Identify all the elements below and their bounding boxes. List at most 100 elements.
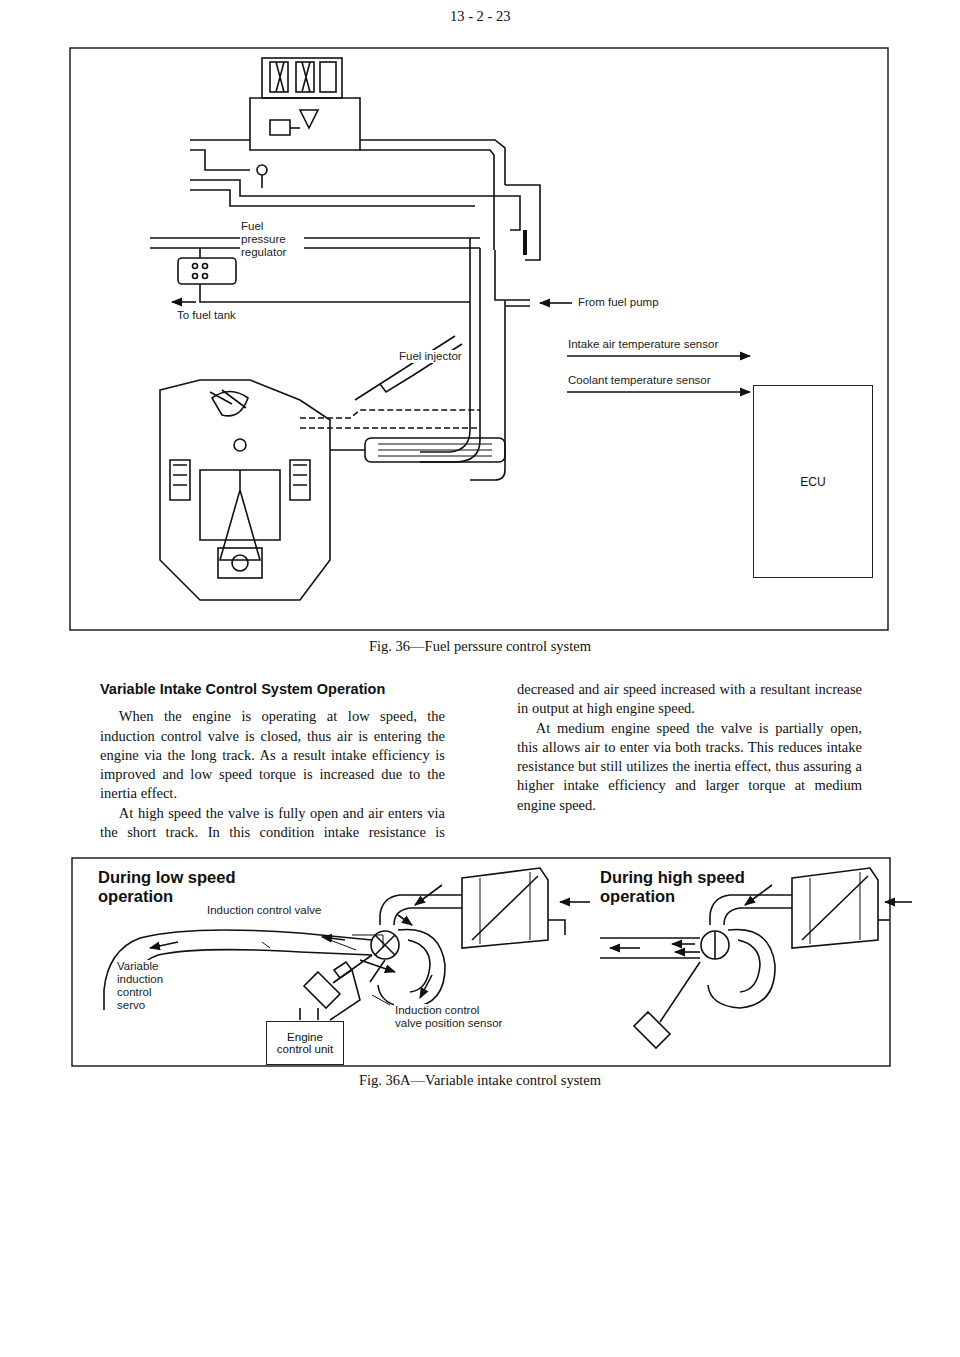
part-label: Variable induction control servo bbox=[116, 960, 176, 1012]
drawing-stroke bbox=[380, 368, 412, 392]
drawing-stroke bbox=[378, 444, 492, 456]
drawing-stroke bbox=[567, 355, 750, 357]
section-heading: During high speed operation bbox=[600, 868, 760, 906]
drawing-stroke bbox=[523, 230, 527, 255]
drawing-stroke bbox=[462, 868, 548, 948]
drawing-stroke bbox=[714, 931, 716, 959]
drawing-stroke bbox=[810, 872, 860, 944]
figure-caption: Fig. 36—Fuel perssure control system bbox=[369, 638, 591, 655]
drawing-stroke bbox=[738, 940, 760, 992]
drawing-stroke bbox=[472, 876, 538, 940]
drawing-stroke bbox=[394, 908, 462, 925]
drawing-stroke bbox=[745, 885, 772, 905]
drawing-stroke bbox=[70, 48, 888, 630]
drawing-stroke bbox=[203, 264, 208, 269]
drawing-stroke bbox=[660, 962, 700, 1022]
drawing-stroke bbox=[257, 165, 267, 175]
drawing-stroke bbox=[178, 258, 236, 284]
drawing-stroke bbox=[150, 942, 178, 948]
drawing-stroke bbox=[352, 935, 383, 948]
drawing-stroke bbox=[505, 185, 540, 260]
node-text: ECU bbox=[800, 476, 825, 488]
drawing-stroke bbox=[330, 449, 365, 451]
drawing-stroke bbox=[203, 274, 208, 279]
drawing-stroke bbox=[365, 438, 505, 462]
drawing-stroke bbox=[190, 190, 475, 206]
drawing-stroke bbox=[378, 929, 445, 1008]
drawing-stroke bbox=[493, 185, 495, 250]
drawing-stroke bbox=[420, 238, 470, 452]
drawing-stroke bbox=[200, 295, 470, 302]
drawing-stroke bbox=[193, 274, 198, 279]
drawing-stroke bbox=[355, 384, 380, 400]
drawing-stroke bbox=[878, 919, 890, 921]
drawing-stroke bbox=[792, 868, 878, 948]
controller-box: Engine control unit bbox=[266, 1021, 344, 1065]
node-text: Engine control unit bbox=[271, 1031, 339, 1055]
drawing-stroke bbox=[193, 264, 198, 269]
drawing-stroke bbox=[160, 380, 330, 600]
drawing-stroke bbox=[375, 935, 395, 955]
drawing-stroke bbox=[220, 470, 260, 560]
drawing-stroke bbox=[218, 548, 262, 578]
drawing-stroke bbox=[296, 62, 314, 92]
drawing-stroke bbox=[600, 938, 700, 958]
figure-caption: Fig. 36A—Variable intake control system bbox=[359, 1072, 601, 1089]
paragraph: When the engine is operating at low spee… bbox=[100, 707, 445, 803]
drawing-stroke bbox=[708, 929, 775, 1008]
drawing-stroke bbox=[270, 62, 288, 92]
drawing-stroke bbox=[398, 915, 412, 925]
drawing-stroke bbox=[334, 962, 352, 978]
drawing-stroke bbox=[304, 972, 340, 1008]
node-text-group: ECU bbox=[800, 476, 825, 488]
drawing-stroke bbox=[420, 975, 432, 998]
drawing-stroke bbox=[320, 62, 336, 92]
part-label: Fuel pressure regulator bbox=[240, 220, 304, 259]
drawing-stroke bbox=[885, 901, 912, 903]
drawing-stroke bbox=[380, 895, 462, 925]
drawing-stroke bbox=[560, 901, 590, 903]
drawing-stroke bbox=[72, 858, 890, 1066]
drawing-stroke bbox=[300, 410, 480, 428]
drawing-stroke bbox=[701, 931, 729, 959]
drawing-stroke bbox=[415, 885, 442, 905]
drawing-stroke bbox=[672, 943, 695, 945]
drawing-stroke bbox=[710, 895, 792, 925]
drawing-stroke bbox=[232, 555, 248, 571]
part-label: From fuel pump bbox=[577, 296, 660, 309]
drawing-stroke bbox=[610, 947, 640, 949]
sensor-label: Coolant temperature sensor bbox=[567, 374, 712, 387]
drawing-stroke bbox=[270, 110, 318, 135]
drawing-stroke bbox=[724, 908, 792, 925]
drawing-stroke bbox=[210, 390, 246, 408]
drawing-stroke bbox=[567, 391, 750, 393]
controller-box: ECU bbox=[753, 385, 873, 578]
drawing-stroke bbox=[548, 920, 565, 935]
drawing-stroke bbox=[234, 439, 246, 451]
part-label: Fuel injector bbox=[398, 350, 463, 363]
drawing-stroke bbox=[322, 937, 345, 940]
drawing-stroke bbox=[360, 140, 505, 185]
drawing-stroke bbox=[506, 300, 530, 306]
drawing-stroke bbox=[262, 58, 342, 98]
drawing-stroke bbox=[370, 960, 385, 982]
drawing-stroke bbox=[262, 940, 356, 950]
page-number: 13 - 2 - 23 bbox=[450, 8, 510, 25]
drawing-stroke bbox=[470, 250, 505, 480]
drawing-stroke bbox=[634, 1012, 670, 1048]
drawing-stroke bbox=[372, 995, 390, 1005]
part-label: To fuel tank bbox=[176, 309, 237, 322]
part-label: Induction control valve position sensor bbox=[394, 1004, 506, 1030]
drawing-stroke bbox=[172, 301, 196, 303]
drawing-stroke bbox=[261, 175, 263, 188]
drawing-stroke bbox=[480, 872, 530, 944]
drawing-stroke bbox=[333, 955, 372, 983]
drawing-stroke bbox=[540, 302, 572, 304]
paragraph: At medium engine speed the valve is part… bbox=[517, 719, 862, 815]
drawing-stroke bbox=[190, 140, 250, 170]
drawing-stroke bbox=[70, 48, 912, 1066]
sensor-label: Intake air temperature sensor bbox=[567, 338, 719, 351]
drawing-stroke bbox=[802, 876, 868, 940]
drawing-stroke bbox=[150, 238, 480, 248]
